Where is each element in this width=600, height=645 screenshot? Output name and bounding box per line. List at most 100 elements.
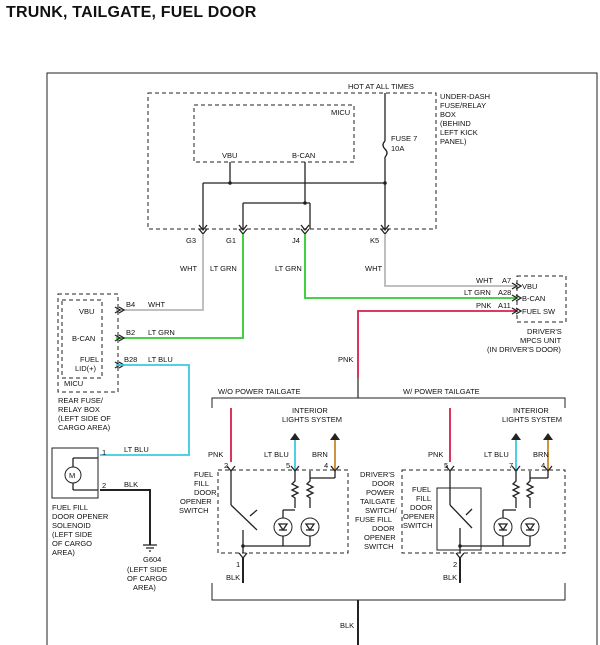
diagram-label: LT BLU	[124, 445, 149, 454]
diagram-label: PNK	[338, 355, 353, 364]
diagram-frame	[46, 72, 598, 645]
diagram-label: AREA)	[133, 583, 156, 592]
diagram-label: 7	[509, 461, 513, 470]
diagram-label: WHT	[180, 264, 197, 273]
diagram-label: OPENER	[364, 533, 396, 542]
bcan-label: B-CAN	[292, 151, 315, 160]
diagram-label: CARGO AREA)	[58, 423, 111, 432]
diagram-label: DOOR OPENER	[52, 512, 109, 521]
diagram-label: 5	[444, 461, 448, 470]
rear-pin-b2: B2	[126, 328, 135, 337]
ground-g604: G604	[143, 555, 161, 564]
under-dash-fuse-relay-box: MICU VBU B-CAN HOT AT ALL TIMES UNDER-DA…	[147, 82, 490, 245]
diagram-label: 2	[224, 461, 228, 470]
rear-vbu: VBU	[79, 307, 94, 316]
diagram-label: 2	[453, 560, 457, 569]
diagram-label: DOOR	[194, 488, 217, 497]
diagram-label: RELAY BOX	[58, 405, 100, 414]
underdash-box-label-3: BOX	[440, 110, 456, 119]
diagram-label: TAILGATE	[360, 497, 395, 506]
diagram-label: 5	[286, 461, 290, 470]
diagram-label: OF CARGO	[52, 539, 92, 548]
diagram-label: FUEL FILL	[52, 503, 88, 512]
micu-label: MICU	[331, 108, 350, 117]
diagram-label: LT BLU	[148, 355, 173, 364]
mpcs-pin-a28: A28	[498, 288, 511, 297]
wire-j4-ltgrn: LT GRN LT GRN	[275, 234, 516, 299]
variant-split-lines: W/O POWER TAILGATE W/ POWER TAILGATE BLK	[211, 387, 566, 645]
diagram-label: LT BLU	[484, 450, 509, 459]
diagram-label: DOOR	[410, 503, 433, 512]
connector-g1: G1	[226, 236, 236, 245]
diagram-label: LT BLU	[264, 450, 289, 459]
wire-g1-ltgrn: LT GRN LT GRN	[116, 234, 244, 339]
diagram-label: LIGHTS SYSTEM	[282, 415, 342, 424]
rear-pin-b28: B28	[124, 355, 137, 364]
left-variant-switch: INTERIOR LIGHTS SYSTEM PNK LT BLU BRN 2 …	[179, 406, 349, 583]
vbu-label: VBU	[222, 151, 237, 160]
fuse-rating: 10A	[391, 144, 404, 153]
right-variant-header: W/ POWER TAILGATE	[403, 387, 480, 396]
diagram-label: (LEFT SIDE OF	[58, 414, 111, 423]
rear-pin-b4: B4	[126, 300, 135, 309]
diagram-label: POWER	[366, 488, 395, 497]
diagram-label: BRN	[533, 450, 549, 459]
solenoid-pin-1: 1	[102, 448, 106, 457]
diagram-label: AREA)	[52, 548, 75, 557]
solenoid-pin-2: 2	[102, 481, 106, 490]
diagram-label: INTERIOR	[513, 406, 549, 415]
rear-lid: LID(+)	[75, 364, 97, 373]
diagram-label: SWITCH	[364, 542, 394, 551]
hot-at-all-times-label: HOT AT ALL TIMES	[348, 82, 414, 91]
ground-symbol	[143, 544, 157, 552]
diagram-label: DOOR	[372, 479, 395, 488]
diagram-label: SWITCH	[403, 521, 433, 530]
rear-bcan: B-CAN	[72, 334, 95, 343]
mpcs-vbu: VBU	[522, 282, 537, 291]
diagram-label: 4	[324, 461, 328, 470]
diagram-label: OPENER	[180, 497, 212, 506]
connector-g3: G3	[186, 236, 196, 245]
mpcs-fuel-sw: FUEL SW	[522, 307, 556, 316]
connector-j4: J4	[292, 236, 300, 245]
diagram-label: MPCS UNIT	[520, 336, 562, 345]
diagram-label: SWITCH/	[365, 506, 398, 515]
diagram-label: LT GRN	[275, 264, 302, 273]
underdash-box-label-6: PANEL)	[440, 137, 467, 146]
diagram-label: 4	[541, 461, 545, 470]
diagram-title: TRUNK, TAILGATE, FUEL DOOR	[6, 4, 257, 21]
diagram-label: LT GRN	[464, 288, 491, 297]
diagram-label: DRIVER'S	[527, 327, 562, 336]
wire-k5-wht: WHT WHT	[365, 234, 516, 287]
micu-box	[193, 104, 355, 163]
diagram-label: LT GRN	[210, 264, 237, 273]
wire-a11-pnk: PNK PNK	[338, 301, 516, 398]
diagram-label: INTERIOR	[292, 406, 328, 415]
diagram-label: BLK	[124, 480, 138, 489]
diagram-label: SWITCH	[179, 506, 209, 515]
diagram-label: DOOR	[372, 524, 395, 533]
diagram-label: WHT	[476, 276, 493, 285]
rear-fuse-relay-box: B4 B2 B28 VBU B-CAN FUEL LID(+) MICU REA…	[57, 293, 137, 432]
underdash-box-label-1: UNDER-DASH	[440, 92, 490, 101]
diagram-label: WHT	[148, 300, 165, 309]
motor-symbol: M	[69, 471, 75, 480]
rear-fuel: FUEL	[80, 355, 99, 364]
diagram-label: BLK	[340, 621, 354, 630]
connector-k5: K5	[370, 236, 379, 245]
diagram-label: BRN	[312, 450, 328, 459]
mpcs-pin-a7: A7	[502, 276, 511, 285]
diagram-label: BLK	[226, 573, 240, 582]
mpcs-pin-a11: A11	[498, 301, 511, 310]
diagram-label: SOLENOID	[52, 521, 91, 530]
diagram-label: OF CARGO	[127, 574, 167, 583]
diagram-label: (IN DRIVER'S DOOR)	[487, 345, 561, 354]
diagram-label: LIGHTS SYSTEM	[502, 415, 562, 424]
fuse-name: FUSE 7	[391, 134, 417, 143]
drivers-mpcs-unit: A7 A28 A11 VBU B-CAN FUEL SW DRIVER'S MP…	[487, 275, 567, 354]
diagram-label: REAR FUSE/	[58, 396, 104, 405]
diagram-label: 1	[236, 560, 240, 569]
wire-solenoid-blk: BLK G604 (LEFT SIDE OF CARGO AREA)	[100, 480, 167, 592]
wire-b28-ltblu: LT BLU LT BLU	[100, 355, 190, 456]
